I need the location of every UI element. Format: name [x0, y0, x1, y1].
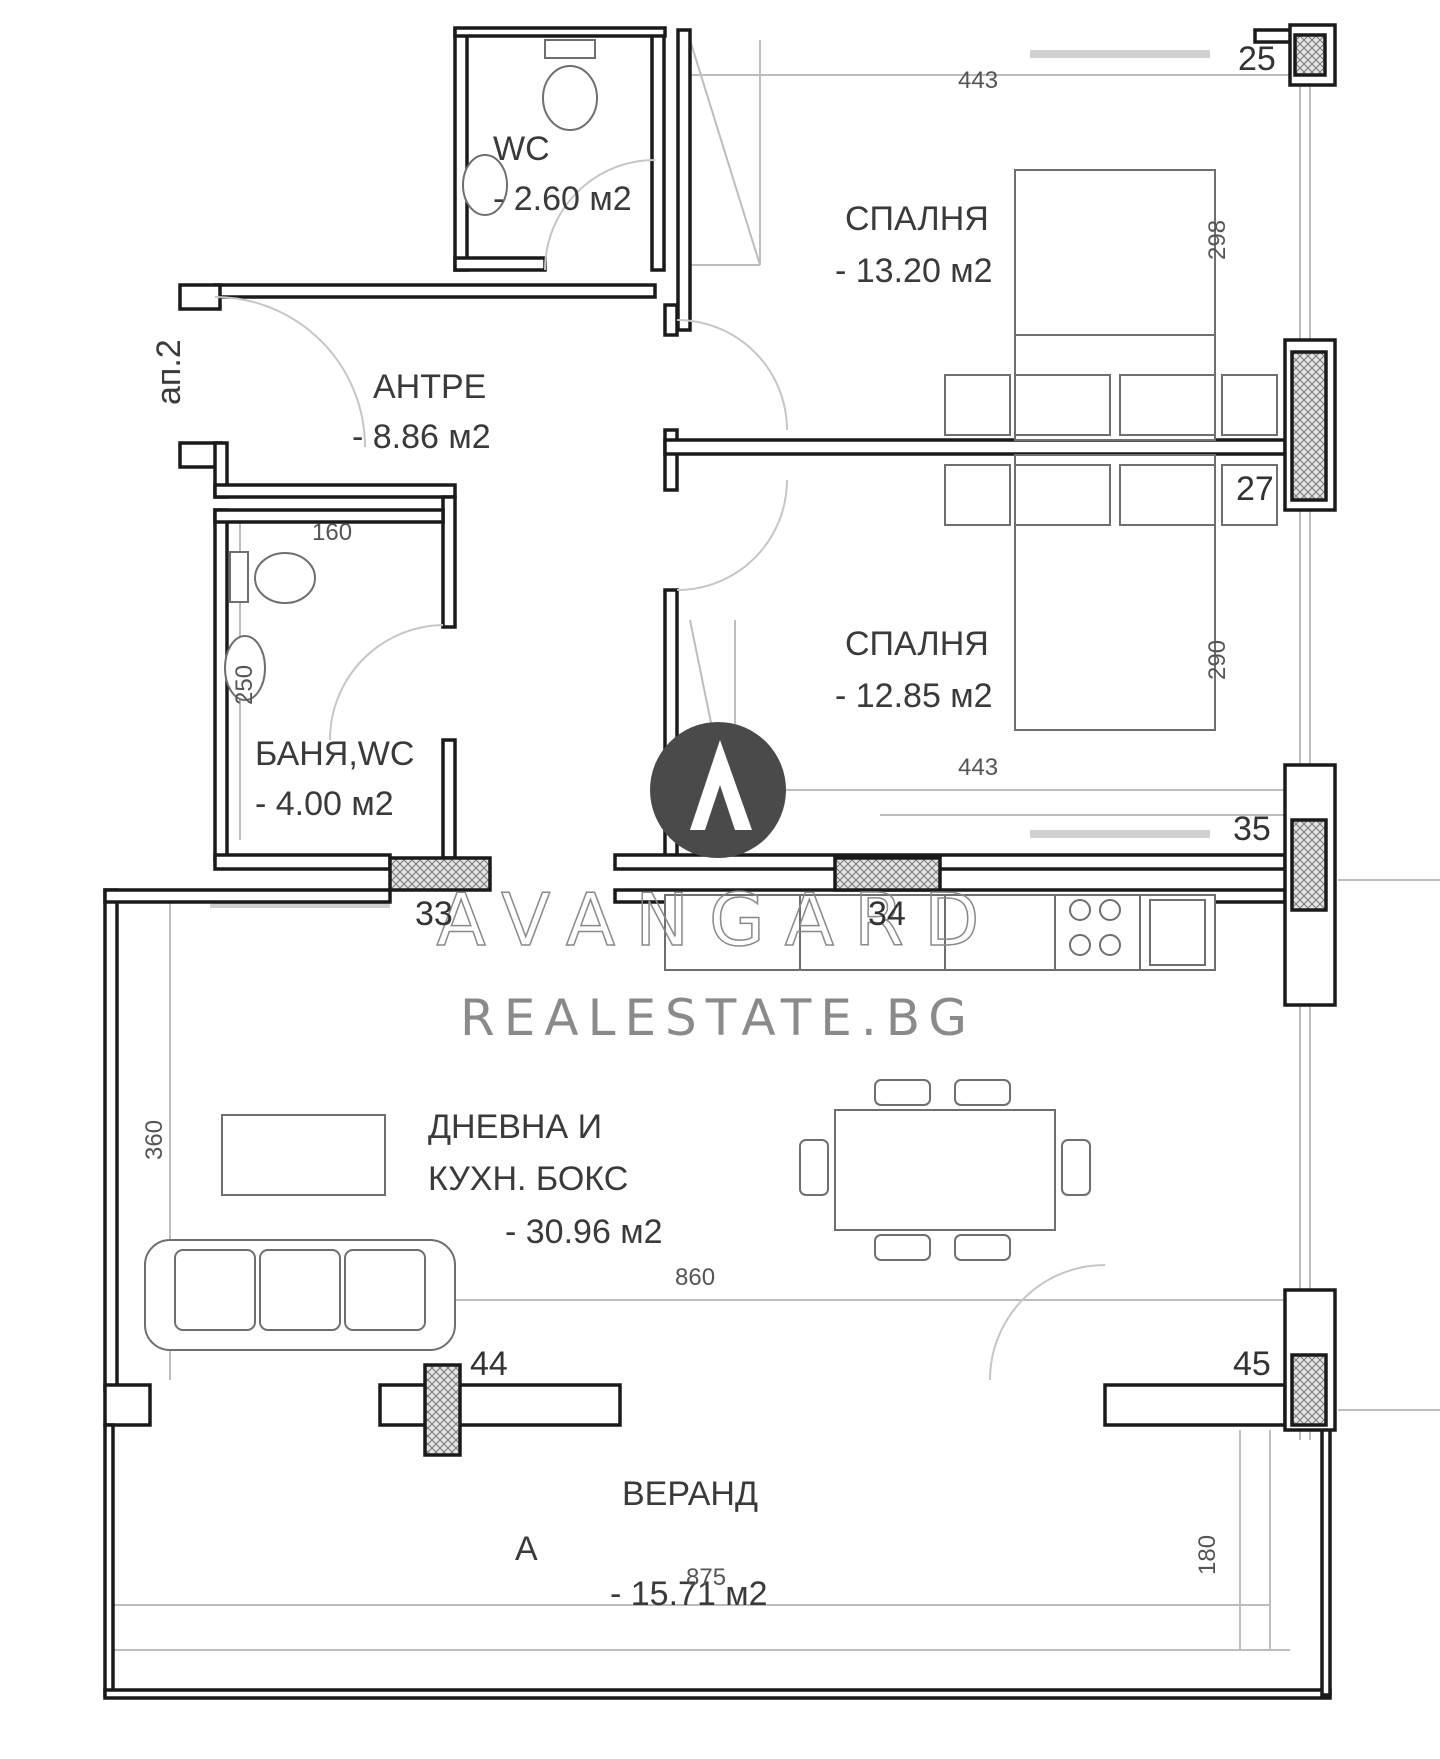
dim-bath-height: 250	[231, 665, 258, 705]
living-name-line2: КУХН. БОКС	[428, 1160, 628, 1198]
walls	[103, 26, 1335, 1700]
watermark-domain: REALESTATE.BG	[460, 989, 976, 1047]
wc-name: WC	[493, 130, 550, 168]
dimension-labels: 443 298 160 250 290 443 360 860 875 180	[141, 67, 1231, 1591]
bathroom-name: БАНЯ,WC	[255, 735, 414, 773]
veranda-name: ВЕРАНД	[622, 1475, 758, 1513]
dim-bath-width: 160	[312, 519, 352, 546]
bedroom1-area: - 13.20 м2	[835, 252, 993, 290]
living-name-line1: ДНЕВНА И	[428, 1108, 602, 1146]
column-number-25: 25	[1238, 40, 1276, 78]
doors	[214, 159, 1106, 1381]
furniture	[144, 39, 1278, 1351]
watermark-logo-mark	[690, 740, 752, 830]
hall-name: АНТРЕ	[373, 368, 486, 406]
dim-living-height: 360	[141, 1120, 168, 1160]
column-number-44: 44	[470, 1345, 508, 1383]
dim-living-width: 860	[675, 1264, 715, 1291]
dim-bed2-width: 443	[958, 754, 998, 781]
bedroom1-name: СПАЛНЯ	[845, 200, 989, 238]
room-labels: WC - 2.60 м2 СПАЛНЯ - 13.20 м2 АНТРЕ - 8…	[150, 130, 993, 1613]
columns	[388, 23, 1337, 1457]
column-numbers: 25 27 33 34 35 44 45	[415, 40, 1276, 1383]
column-number-33: 33	[415, 895, 453, 933]
wc-area: - 2.60 м2	[493, 180, 632, 218]
dim-veranda-height: 180	[1194, 1535, 1221, 1575]
column-number-27: 27	[1236, 470, 1274, 508]
apartment-label: ап.2	[150, 339, 188, 405]
watermark: AVANGARD REALESTATE.BG	[436, 722, 1000, 1047]
column-number-35: 35	[1233, 810, 1271, 848]
bathroom-area: - 4.00 м2	[255, 785, 394, 823]
veranda-name-suffix: А	[515, 1530, 538, 1568]
bedroom2-area: - 12.85 м2	[835, 677, 993, 715]
dim-bed1-height: 298	[1204, 220, 1231, 260]
veranda-area: - 15.71 м2	[610, 1575, 768, 1613]
living-area: - 30.96 м2	[505, 1213, 663, 1251]
column-number-45: 45	[1233, 1345, 1271, 1383]
watermark-brand: AVANGARD	[437, 878, 1000, 962]
bedroom2-name: СПАЛНЯ	[845, 625, 989, 663]
dim-veranda-width: 875	[686, 1564, 726, 1591]
column-number-34: 34	[868, 895, 906, 933]
hall-area: - 8.86 м2	[352, 418, 491, 456]
dim-bed2-height: 290	[1204, 640, 1231, 680]
dim-bed1-width: 443	[958, 67, 998, 94]
